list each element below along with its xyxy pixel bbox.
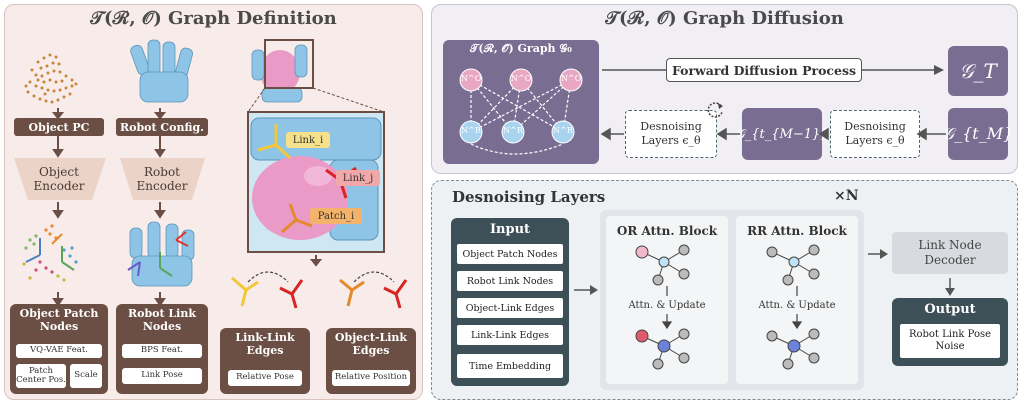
graph-definition-title: 𝒯(ℛ, 𝒪) Graph Definition xyxy=(90,8,337,29)
graph-g0-box xyxy=(443,40,599,164)
relative-position-tag: Relative Position xyxy=(332,370,410,386)
robot-link-nodes-title: Robot Link Nodes xyxy=(128,307,196,333)
denoising-layers-box-1: Desnoising Layers ϵ_θ xyxy=(625,110,717,158)
object-patch-nodes-title: Object Patch Nodes xyxy=(19,307,99,333)
or-attn-update-label: Attn. & Update xyxy=(628,300,706,311)
rr-attn-update-label: Attn. & Update xyxy=(758,300,836,311)
node-r-1: N^R xyxy=(461,126,481,135)
input-title: Input xyxy=(489,222,531,237)
rr-attn-block xyxy=(736,216,858,384)
link-pose-tag: Link Pose xyxy=(122,368,202,384)
reverse-arrows xyxy=(600,127,946,141)
rr-attn-block-title: RR Attn. Block xyxy=(747,224,847,238)
link-j-label: Link_j xyxy=(336,170,380,186)
robot-config-label: Robot Config. xyxy=(116,118,208,136)
decoder-to-output-arrow xyxy=(945,278,955,296)
robot-link-pose-noise: Robot Link Pose Noise xyxy=(900,324,1000,358)
refresh-icon xyxy=(707,102,723,118)
output-title: Output xyxy=(924,302,976,317)
graph-gtm-box: 𝒢_{t_M} xyxy=(943,108,1013,160)
graph-gtm1-box: 𝒢_{t_{M−1}} xyxy=(735,108,829,160)
graph-gt-box: 𝒢_T xyxy=(948,46,1008,96)
attention-graphs xyxy=(635,244,820,370)
object-pc-label: Object PC xyxy=(14,118,104,136)
graph-diffusion-title: 𝒯(ℛ, 𝒪) Graph Diffusion xyxy=(605,8,844,29)
node-o-1: N^O xyxy=(461,74,482,83)
denoising-layers-title: Desnoising Layers xyxy=(452,188,606,206)
denoising-layers-box-2: Desnoising Layers ϵ_θ xyxy=(830,110,920,158)
patch-i-label: Patch_i xyxy=(310,208,362,224)
vq-vae-feat-tag: VQ-VAE Feat. xyxy=(16,344,102,358)
input-time-embedding: Time Embedding xyxy=(457,354,563,378)
bps-feat-tag: BPS Feat. xyxy=(122,344,202,358)
patch-center-pos-tag: Patch Center Pos. xyxy=(16,364,66,388)
object-link-edges-title: Object-Link Edges xyxy=(334,331,408,357)
node-o-2: N^O xyxy=(511,74,532,83)
object-encoder-label: Object Encoder xyxy=(33,164,85,193)
link-link-edges-title: Link-Link Edges xyxy=(235,331,295,357)
scale-tag: Scale xyxy=(70,364,102,388)
input-object-patch-nodes: Object Patch Nodes xyxy=(457,244,563,264)
or-attn-block xyxy=(606,216,728,384)
link-i-label: Link_i xyxy=(286,132,330,148)
or-attn-block-title: OR Attn. Block xyxy=(616,224,718,238)
node-r-2: N^R xyxy=(503,126,523,135)
times-n-label: ×N xyxy=(834,188,859,204)
forward-diffusion-label: Forward Diffusion Process xyxy=(666,58,862,82)
node-r-3: N^R xyxy=(553,126,573,135)
graph-g0-label: 𝒯(ℛ, 𝒪) Graph 𝒢₀ xyxy=(469,42,572,55)
input-to-blocks-arrow xyxy=(574,285,598,295)
link-node-decoder: Link Node Decoder xyxy=(892,232,1008,274)
input-link-link-edges: Link-Link Edges xyxy=(457,325,563,345)
robot-encoder-label: Robot Encoder xyxy=(136,164,188,193)
node-o-3: N^O xyxy=(561,74,582,83)
relative-pose-tag: Relative Pose xyxy=(228,370,302,386)
input-object-link-edges: Object-Link Edges xyxy=(457,298,563,318)
blocks-to-decoder-arrow xyxy=(868,249,888,259)
graph-g0-nodes xyxy=(459,68,583,155)
input-robot-link-nodes: Robot Link Nodes xyxy=(457,271,563,291)
